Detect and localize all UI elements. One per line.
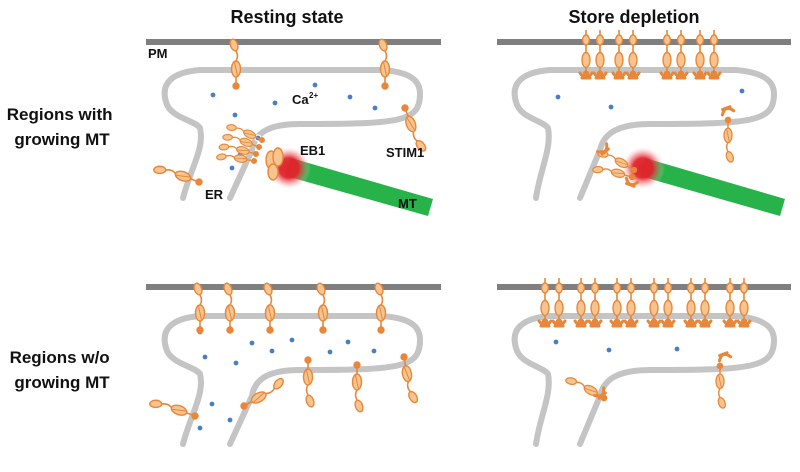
row-title-without-mt: Regions w/o growing MT [10,348,115,392]
label-calcium: Ca [292,92,309,107]
column-title-resting: Resting state [230,7,343,27]
plasma-membrane-bottom-left [146,284,441,290]
er-membrane-top-right [511,67,777,201]
row-title-with-mt: Regions with growing MT [7,105,118,149]
calcium-ions-bottom-right [552,338,681,354]
calcium-ions-top-left [209,81,379,172]
stim1-proteins-bottom-right [537,277,752,410]
plasma-membrane-top-left [146,39,441,45]
er-membrane-top-left [161,67,423,201]
column-title-store-depletion: Store depletion [568,7,699,27]
label-pm: PM [148,46,168,61]
plasma-membrane-bottom-right [497,284,791,290]
label-eb1: EB1 [300,143,325,158]
label-mt: MT [398,196,417,211]
stim1-proteins-bottom-left [146,281,421,425]
stim1-proteins-top-left [150,37,430,191]
calcium-ions-top-right [554,87,746,111]
er-membrane-bottom-right [511,313,777,447]
label-calcium-charge: 2+ [309,91,318,100]
plasma-membrane-top-right [497,39,791,45]
label-stim1: STIM1 [386,145,424,160]
microtubule-top-left [286,158,433,216]
eb1-bound-stim1-cluster [214,119,284,181]
calcium-ions-bottom-left [196,328,378,432]
label-er: ER [205,187,224,202]
microtubule-top-right [640,158,785,216]
er-membrane-bottom-left [161,313,423,447]
